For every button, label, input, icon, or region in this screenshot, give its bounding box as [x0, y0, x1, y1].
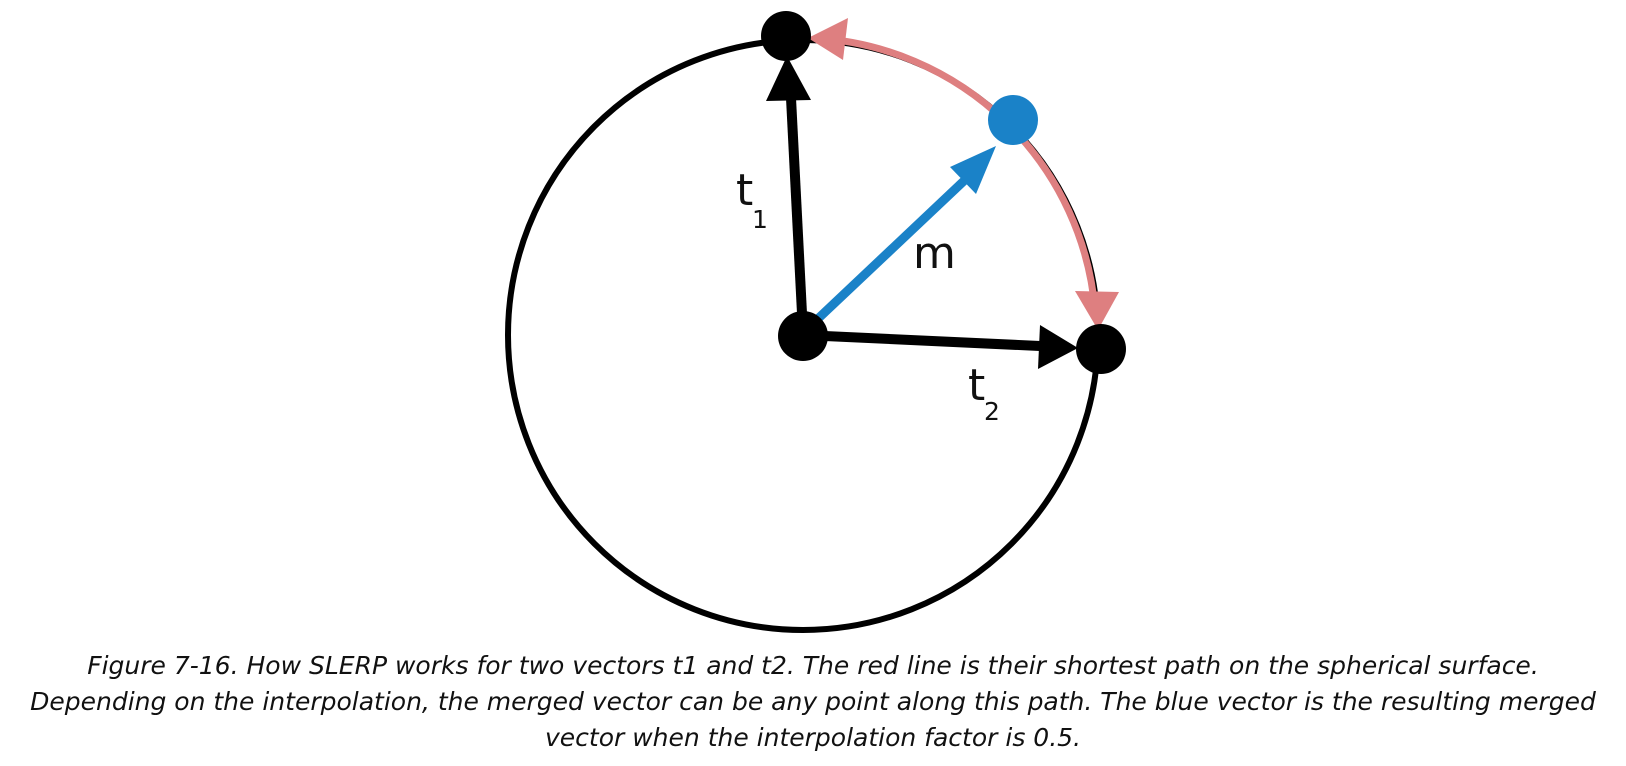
merged-vector-m-arrowhead [950, 146, 996, 194]
label-t1: t [736, 165, 753, 216]
origin-point [778, 311, 828, 361]
label-t1-subscript: 1 [752, 205, 768, 234]
merged-point [988, 95, 1038, 145]
shortest-path-arrowhead-end [1075, 291, 1119, 330]
caption-line-3: vector when the interpolation factor is … [544, 723, 1081, 752]
figure-caption: Figure 7-16. How SLERP works for two vec… [10, 648, 1616, 756]
shortest-path-arrowhead-start [808, 18, 848, 60]
vector-t2-shaft [802, 330, 1041, 351]
label-m: m [913, 228, 956, 279]
caption-line-2: Depending on the interpolation, the merg… [30, 687, 1596, 716]
label-t2-subscript: 2 [984, 397, 1000, 426]
merged-vector-m-shaft [802, 174, 971, 334]
caption-line-1: Figure 7-16. How SLERP works for two vec… [87, 651, 1539, 680]
vector-t2-arrowhead [1038, 325, 1078, 369]
vector-t1-shaft [786, 97, 808, 334]
vector-t1-arrowhead [766, 56, 811, 101]
label-t2: t [968, 360, 985, 411]
slerp-diagram: t 1 m t 2 [505, 11, 1126, 633]
t1-endpoint [761, 11, 811, 61]
t2-endpoint [1076, 324, 1126, 374]
